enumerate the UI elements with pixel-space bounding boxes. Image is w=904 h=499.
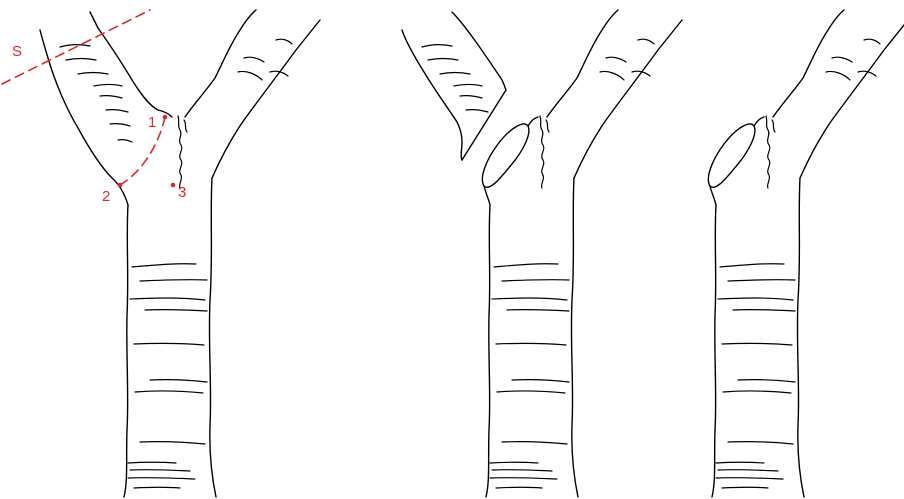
branch-stump	[402, 12, 506, 160]
label-point-3: 3	[178, 184, 186, 201]
bark-seam	[766, 116, 775, 188]
right-branch	[185, 10, 320, 178]
point-2-marker	[118, 183, 123, 188]
trunk-outline	[712, 178, 804, 497]
point-1-marker	[163, 115, 168, 120]
point-3-marker	[171, 183, 176, 188]
panel-before-cut: S 1 2 3	[2, 10, 320, 497]
cut-annotations: S 1 2 3	[2, 10, 186, 205]
cut-wound	[708, 124, 755, 187]
bark-seam	[540, 116, 549, 188]
trunk-outline	[486, 178, 578, 497]
cut-wound	[482, 124, 529, 187]
trunk-outline	[124, 178, 216, 497]
label-point-2: 2	[102, 188, 110, 205]
left-branch	[40, 12, 172, 205]
panel-healed	[708, 10, 904, 497]
right-branch	[547, 10, 682, 178]
bark-seam	[178, 116, 187, 188]
right-branch	[773, 10, 904, 178]
label-point-1: 1	[148, 114, 156, 131]
branch-collar-arc	[120, 117, 165, 185]
panel-after-cut	[402, 10, 682, 497]
label-s: S	[12, 43, 22, 60]
